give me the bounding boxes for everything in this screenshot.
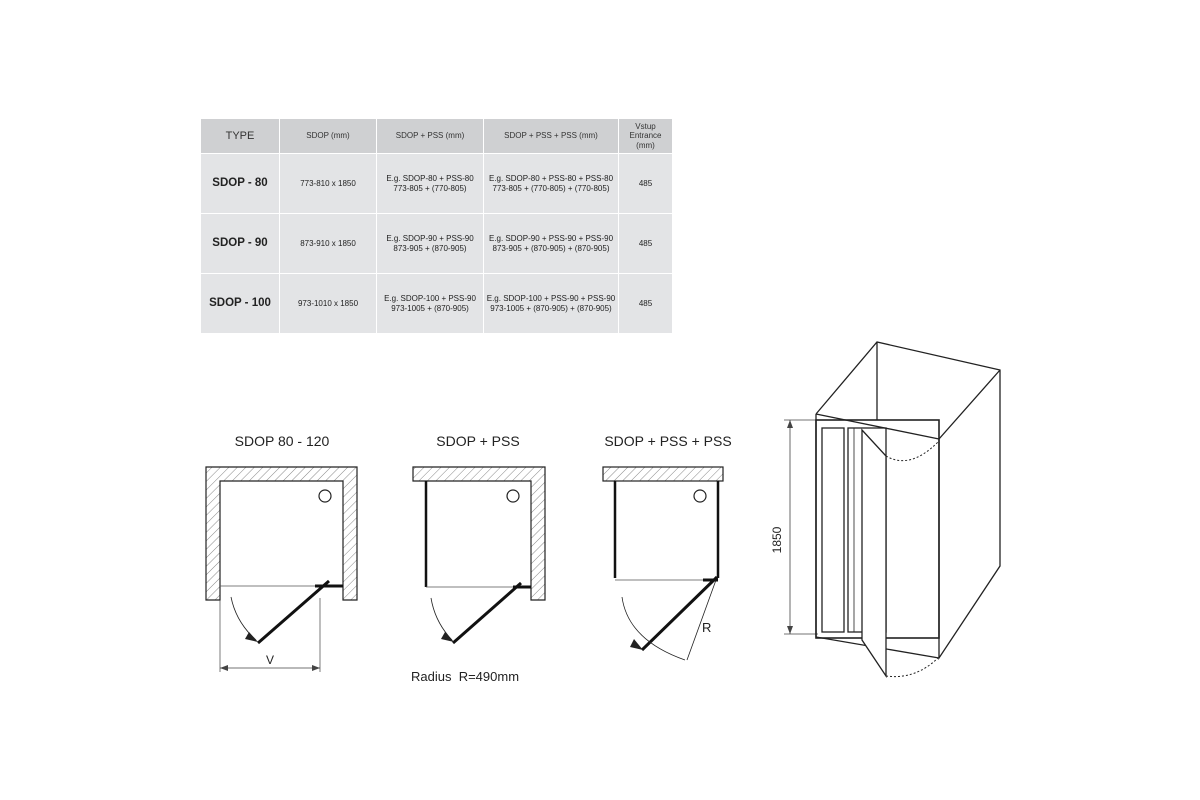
niche-plan-title: SDOP 80 - 120 xyxy=(235,433,330,449)
folding-door-wing xyxy=(861,428,887,679)
door-panel xyxy=(452,581,522,645)
door-panel xyxy=(640,575,719,652)
cell-line: 973-1005 + (870-905) + (870-905) xyxy=(490,303,612,313)
fold-arc-bottom xyxy=(885,657,939,678)
cell-line: E.g. SDOP-80 + PSS-80 + PSS-80 xyxy=(488,173,614,183)
cell-line: 973-1005 + (870-905) xyxy=(391,303,469,313)
sdop-pss-pss-title: SDOP + PSS + PSS xyxy=(604,433,731,449)
header-entrance: Vstup Entrance (mm) xyxy=(618,118,673,154)
entrance-width-label: V xyxy=(266,653,274,667)
swing-arc xyxy=(430,597,453,641)
cell-line: E.g. SDOP-90 + PSS-90 xyxy=(386,233,474,243)
cell-type: SDOP - 80 xyxy=(200,153,280,214)
header-sdop-pss-pss: SDOP + PSS + PSS (mm) xyxy=(483,118,619,154)
enclosure-outline xyxy=(815,341,1001,661)
fixed-panel xyxy=(821,427,845,633)
cell-sdop-pss-pss: E.g. SDOP-90 + PSS-90 + PSS-90 873-905 +… xyxy=(483,213,619,274)
cell-sdop-pss-pss: E.g. SDOP-100 + PSS-90 + PSS-90 973-1005… xyxy=(483,273,619,334)
dimension-arrow-right-icon xyxy=(312,665,320,671)
cell-line: 773-805 + (770-805) xyxy=(393,183,467,193)
cell-sdop-pss: E.g. SDOP-90 + PSS-90 873-905 + (870-905… xyxy=(376,213,484,274)
niche-plan-diagram: SDOP 80 - 120 V xyxy=(205,433,358,672)
door-panel xyxy=(257,579,330,645)
cell-line: 873-905 + (870-905) + (870-905) xyxy=(492,243,610,253)
header-entrance-line: (mm) xyxy=(636,140,655,150)
sdop-pss-title: SDOP + PSS xyxy=(436,433,519,449)
header-entrance-line: Entrance xyxy=(629,131,662,141)
fold-arc-top xyxy=(885,441,939,462)
cell-entrance: 485 xyxy=(618,273,673,334)
cell-line: E.g. SDOP-100 + PSS-90 + PSS-90 xyxy=(486,293,616,303)
sdop-pss-pss-plan-diagram: SDOP + PSS + PSS R xyxy=(602,433,732,661)
cell-sdop-pss-pss: E.g. SDOP-80 + PSS-80 + PSS-80 773-805 +… xyxy=(483,153,619,214)
shower-drain-icon xyxy=(318,489,332,503)
radius-caption: Radius R=490mm xyxy=(411,669,519,684)
cell-type: SDOP - 100 xyxy=(200,273,280,334)
swing-arrow-icon xyxy=(630,639,643,650)
cell-line: 873-905 + (870-905) xyxy=(393,243,467,253)
sdop-pss-plan-diagram: SDOP + PSS Radius R=490mm xyxy=(411,433,546,684)
cell-sdop-pss: E.g. SDOP-100 + PSS-90 973-1005 + (870-9… xyxy=(376,273,484,334)
cell-sdop-pss: E.g. SDOP-80 + PSS-80 773-805 + (770-805… xyxy=(376,153,484,214)
cell-line: E.g. SDOP-90 + PSS-90 + PSS-90 xyxy=(488,233,614,243)
cell-line: 773-805 + (770-805) + (770-805) xyxy=(492,183,610,193)
swing-arrow-icon xyxy=(245,632,258,642)
swing-arc xyxy=(621,596,686,661)
spec-table: TYPE SDOP (mm) SDOP + PSS (mm) SDOP + PS… xyxy=(200,118,673,334)
cell-line: E.g. SDOP-80 + PSS-80 xyxy=(386,173,474,183)
table-row: SDOP - 100 973-1010 x 1850 E.g. SDOP-100… xyxy=(200,273,673,334)
shower-drain-icon xyxy=(506,489,520,503)
shower-drain-icon xyxy=(693,489,707,503)
cell-sdop: 973-1010 x 1850 xyxy=(279,273,377,334)
cell-sdop: 773-810 x 1850 xyxy=(279,153,377,214)
cell-line: E.g. SDOP-100 + PSS-90 xyxy=(384,293,476,303)
cell-sdop: 873-910 x 1850 xyxy=(279,213,377,274)
back-wall xyxy=(602,466,724,482)
height-arrow-up-icon xyxy=(787,420,793,428)
table-header-row: TYPE SDOP (mm) SDOP + PSS (mm) SDOP + PS… xyxy=(200,118,673,154)
table-row: SDOP - 90 873-910 x 1850 E.g. SDOP-90 + … xyxy=(200,213,673,274)
swing-arc xyxy=(230,596,257,641)
dimension-arrow-left-icon xyxy=(220,665,228,671)
header-type: TYPE xyxy=(200,118,280,154)
height-label: 1850 xyxy=(770,526,784,553)
radius-line xyxy=(686,579,717,661)
table-row: SDOP - 80 773-810 x 1850 E.g. SDOP-80 + … xyxy=(200,153,673,214)
niche-wall xyxy=(205,466,358,601)
shower-3d-view: 1850 xyxy=(770,341,1001,679)
radius-label: R xyxy=(702,620,711,635)
swing-arrow-icon xyxy=(441,632,454,642)
cell-entrance: 485 xyxy=(618,213,673,274)
corner-wall xyxy=(412,466,546,601)
header-sdop-pss: SDOP + PSS (mm) xyxy=(376,118,484,154)
height-arrow-down-icon xyxy=(787,626,793,634)
header-entrance-line: Vstup xyxy=(635,122,656,132)
